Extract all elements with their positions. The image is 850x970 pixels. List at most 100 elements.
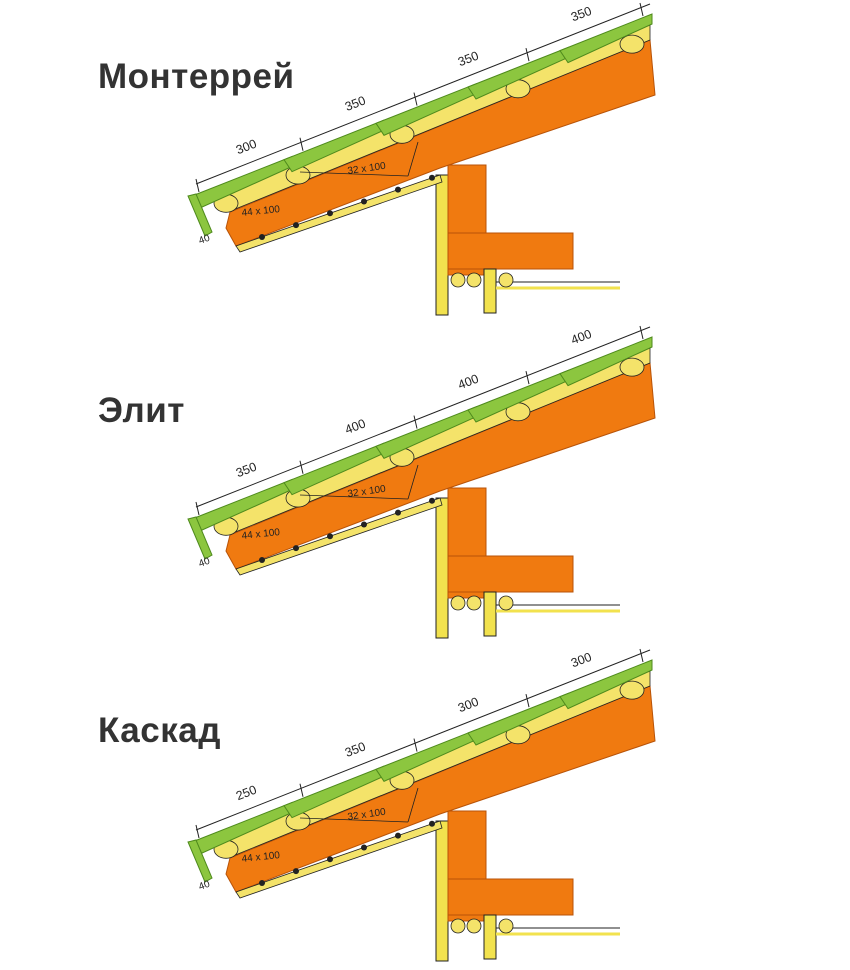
wall-post [435, 497, 449, 639]
ceiling-beam [447, 555, 574, 593]
soffit-board [235, 497, 443, 576]
counter-batten-label: 32 x 100 [347, 807, 387, 823]
beam-end [498, 918, 514, 934]
batten [619, 680, 645, 700]
soffit-board [235, 174, 443, 253]
fastener [395, 832, 401, 839]
roof-panel-monterrey: Монтеррей 300 350 350 350 32 x 100 44 x 100 40 [0, 0, 850, 323]
batten [619, 357, 645, 377]
counter-batten-label: 32 x 100 [347, 484, 387, 500]
fastener [429, 174, 435, 181]
fastener [395, 186, 401, 193]
dimension-tick [299, 783, 304, 797]
spacing-label: 300 [569, 650, 594, 671]
dimension-tick [195, 824, 200, 839]
beam-end [466, 595, 482, 611]
fastener [327, 856, 333, 863]
leader-line [299, 171, 409, 177]
fastener [429, 497, 435, 504]
spacing-label: 350 [569, 4, 594, 25]
dimension-tick [299, 460, 304, 474]
dimension-tick [413, 738, 418, 752]
spacing-label: 250 [234, 783, 259, 804]
roof-panel-elit: Элит 350 400 400 400 32 x 100 44 x 100 40 [0, 323, 850, 646]
dimension-tick [639, 648, 644, 663]
panel-title: Элит [98, 391, 185, 430]
dimension-line [195, 326, 651, 508]
dimension-line [195, 3, 651, 185]
roof-section-diagram: 350 400 400 400 32 x 100 44 x 100 40 [187, 325, 656, 639]
soffit-board [235, 820, 443, 899]
fastener [361, 844, 367, 851]
beam-end [498, 272, 514, 288]
roof-section-diagram: 250 350 300 300 32 x 100 44 x 100 40 [187, 648, 656, 962]
inner-wall [483, 268, 497, 314]
rafter-label: 44 x 100 [241, 204, 281, 219]
wall-post [435, 820, 449, 962]
dimension-tick [299, 137, 304, 151]
fastener [259, 233, 265, 240]
leader-line [299, 817, 409, 823]
rafter-label: 44 x 100 [241, 850, 281, 865]
panel-title: Каскад [98, 711, 221, 750]
dimension-tick [413, 92, 418, 106]
spacing-label: 350 [343, 739, 368, 760]
eave-tile [187, 516, 213, 560]
roof-section-diagram: 300 350 350 350 32 x 100 44 x 100 40 [187, 2, 656, 316]
dimension-tick [525, 371, 530, 385]
eave-label: 40 [197, 879, 212, 893]
fastener [361, 521, 367, 528]
eave-tile [187, 839, 213, 883]
dimension-tick [195, 501, 200, 516]
beam-end [450, 272, 466, 288]
beam-end [466, 918, 482, 934]
beam-end [450, 595, 466, 611]
fastener [293, 545, 299, 552]
dimension-line [195, 649, 651, 831]
fastener [327, 533, 333, 540]
spacing-label: 400 [456, 372, 481, 393]
eave-label: 40 [197, 556, 212, 570]
roof-panel-kaskad: Каскад 250 350 300 300 32 x 100 44 x 100 40 [0, 646, 850, 969]
roof-tile [559, 659, 653, 710]
eave-label: 40 [197, 233, 212, 247]
eave-tile [187, 193, 213, 237]
dimension-tick [525, 694, 530, 708]
dimension-tick [195, 178, 200, 193]
fastener [293, 222, 299, 229]
spacing-label: 300 [456, 695, 481, 716]
dimension-tick [413, 415, 418, 429]
inner-wall [483, 591, 497, 637]
dimension-tick [639, 325, 644, 340]
spacing-label: 400 [343, 416, 368, 437]
spacing-label: 350 [234, 460, 259, 481]
beam-end [450, 918, 466, 934]
leader-line [299, 494, 409, 500]
fastener [429, 820, 435, 827]
fastener [259, 879, 265, 886]
leader-line [407, 787, 419, 823]
spacing-label: 300 [234, 137, 259, 158]
counter-batten-label: 32 x 100 [347, 161, 387, 177]
ceiling-beam [447, 878, 574, 916]
fastener [361, 198, 367, 205]
spacing-label: 350 [456, 49, 481, 70]
dimension-tick [639, 2, 644, 17]
fastener [259, 556, 265, 563]
leader-line [407, 141, 419, 177]
leader-line [407, 464, 419, 500]
batten [619, 34, 645, 54]
fastener [327, 210, 333, 217]
rafter-label: 44 x 100 [241, 527, 281, 542]
panel-title: Монтеррей [98, 57, 295, 96]
wall-post [435, 174, 449, 316]
inner-wall [483, 914, 497, 960]
dimension-tick [525, 48, 530, 62]
spacing-label: 350 [343, 93, 368, 114]
beam-end [498, 595, 514, 611]
roof-tile [559, 13, 653, 64]
fastener [293, 868, 299, 875]
spacing-label: 400 [569, 327, 594, 348]
ceiling-beam [447, 232, 574, 270]
fastener [395, 509, 401, 516]
